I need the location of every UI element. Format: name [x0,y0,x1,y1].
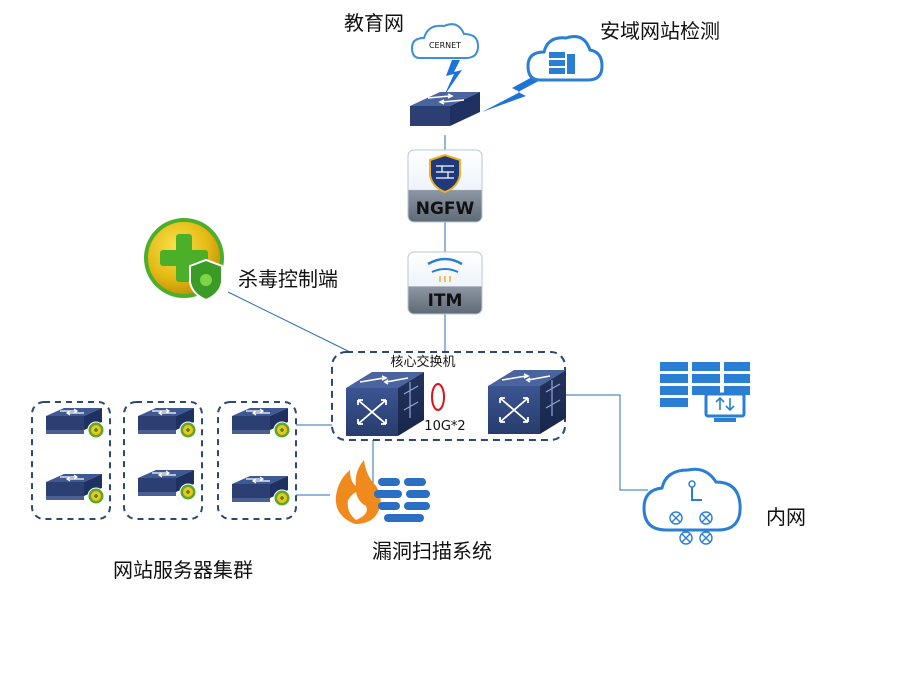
server-cluster-label: 网站服务器集群 [113,558,253,582]
server-switch-icon [137,469,197,501]
server-switch-icon [45,473,105,505]
itm-label: ITM [428,291,463,311]
website-check-label: 安域网站检测 [600,19,720,43]
server-switch-icon [137,407,197,439]
ngfw-label: NGFW [416,199,475,219]
link-aggregation-ring [431,383,445,411]
lightning-icon [482,70,548,112]
connections [227,135,648,496]
intranet-cloud-icon [642,467,742,545]
firewall-flame-icon [335,460,430,524]
itm-icon: ITM [407,251,483,315]
firewall-icon: NGFW [407,149,483,223]
server-switch-icon [231,407,291,439]
core-switch-icon [487,369,567,435]
server-group [31,401,111,520]
lightning-icon [444,60,462,96]
cernet-cloud-icon: CERNET [410,23,480,59]
server-icon [660,362,750,422]
link-speed-label: 10G*2 [424,419,465,434]
antivirus-icon [144,218,224,302]
server-group [123,401,203,520]
intranet-label: 内网 [766,505,806,529]
website-check-cloud-icon [526,35,604,82]
cernet-label: 教育网 [344,11,404,35]
core-switch-label: 核心交换机 [390,354,455,370]
core-switch-icon [345,371,425,437]
router-icon [410,92,480,126]
antivirus-label: 杀毒控制端 [238,267,338,291]
server-switch-icon [45,407,105,439]
vuln-scan-label: 漏洞扫描系统 [372,539,492,563]
link-core-intranet [565,394,648,491]
server-group [217,401,297,520]
server-cluster [31,401,297,520]
link-antivirus-core [227,291,351,353]
cernet-logo-text: CERNET [429,41,461,50]
server-switch-icon [231,475,291,507]
